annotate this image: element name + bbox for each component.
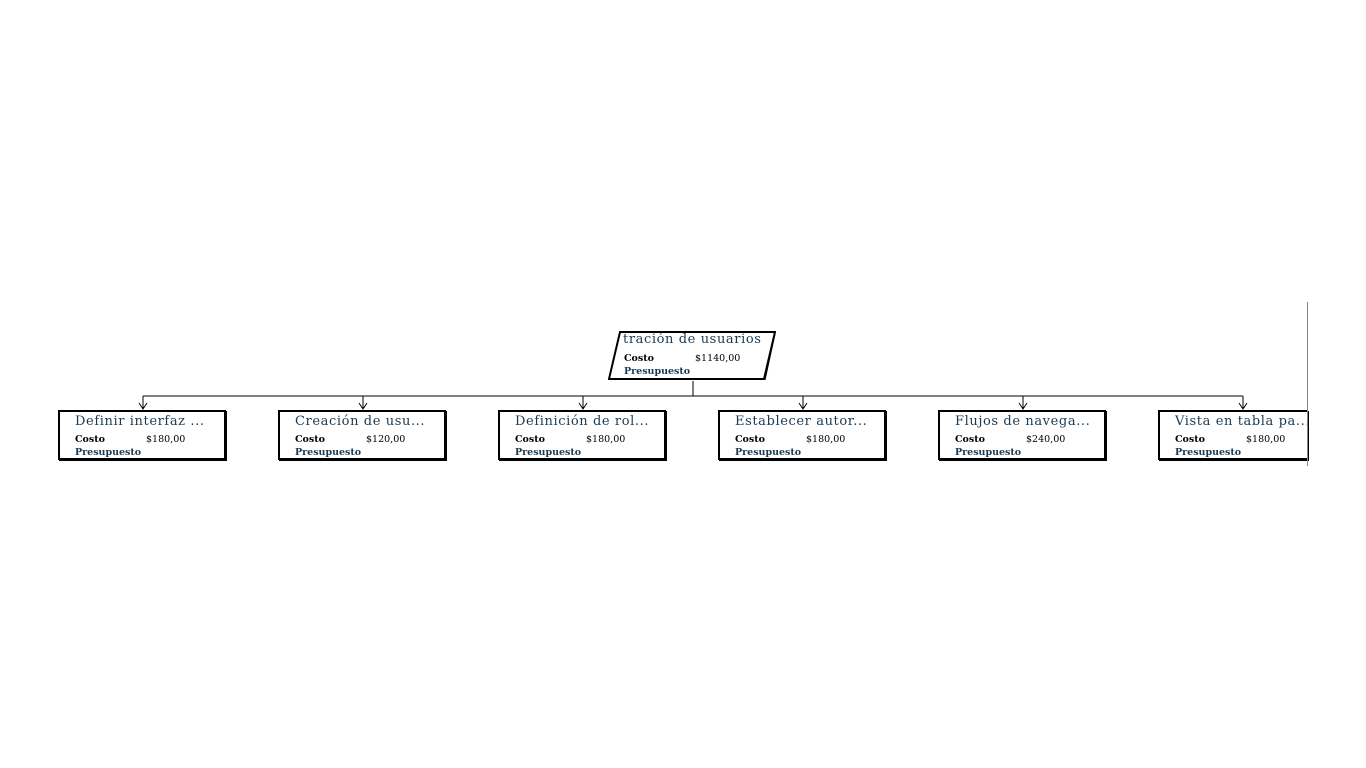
child-node-presupuesto-label: Presupuesto — [515, 447, 582, 458]
child-node-presupuesto-label: Presupuesto — [735, 447, 802, 458]
root-node[interactable]: tración de usuarios Costo $1140,00 Presu… — [608, 331, 776, 381]
root-node-costo-label: Costo — [624, 353, 654, 364]
child-node-title: Establecer autor... — [735, 414, 868, 429]
child-node-costo-label: Costo — [515, 434, 545, 445]
root-node-costo-value: $1140,00 — [695, 353, 741, 364]
child-connector-6 — [1238, 396, 1248, 410]
child-node-title: Creación de usu... — [295, 414, 426, 429]
child-connector-5 — [1018, 396, 1028, 410]
child-node-costo-label: Costo — [955, 434, 985, 445]
root-node-presupuesto-label: Presupuesto — [624, 366, 691, 377]
child-connector-2 — [358, 396, 368, 410]
child-node-6[interactable]: Vista en tabla pa... Costo $180,00 Presu… — [1158, 410, 1308, 460]
child-node-costo-value: $240,00 — [1026, 434, 1066, 445]
child-node-title: Flujos de navega... — [955, 414, 1091, 429]
child-node-costo-label: Costo — [295, 434, 325, 445]
child-connector-1 — [138, 396, 148, 410]
child-node-costo-label: Costo — [1175, 434, 1205, 445]
child-node-costo-value: $180,00 — [1246, 434, 1286, 445]
child-node-costo-value: $120,00 — [366, 434, 406, 445]
child-node-presupuesto-label: Presupuesto — [955, 447, 1022, 458]
child-node-title: Definición de rol... — [515, 414, 650, 429]
child-connector-4 — [798, 396, 808, 410]
child-node-3[interactable]: Definición de rol... Costo $180,00 Presu… — [498, 410, 666, 460]
child-node-4[interactable]: Establecer autor... Costo $180,00 Presup… — [718, 410, 886, 460]
child-node-1[interactable]: Definir interfaz ... Costo $180,00 Presu… — [58, 410, 226, 460]
child-connector-3 — [578, 396, 588, 410]
child-node-presupuesto-label: Presupuesto — [295, 447, 362, 458]
child-node-costo-value: $180,00 — [586, 434, 626, 445]
child-node-title: Vista en tabla pa... — [1175, 414, 1308, 429]
child-node-title: Definir interfaz ... — [75, 414, 205, 429]
child-node-presupuesto-label: Presupuesto — [1175, 447, 1242, 458]
child-node-costo-label: Costo — [735, 434, 765, 445]
child-node-presupuesto-label: Presupuesto — [75, 447, 142, 458]
child-node-5[interactable]: Flujos de navega... Costo $240,00 Presup… — [938, 410, 1106, 460]
child-node-costo-value: $180,00 — [806, 434, 846, 445]
child-node-costo-label: Costo — [75, 434, 105, 445]
root-node-title: tración de usuarios — [623, 332, 762, 347]
child-node-2[interactable]: Creación de usu... Costo $120,00 Presupu… — [278, 410, 446, 460]
root-node-shape — [608, 331, 776, 381]
child-node-costo-value: $180,00 — [146, 434, 186, 445]
viewport-right-edge — [1307, 302, 1308, 466]
